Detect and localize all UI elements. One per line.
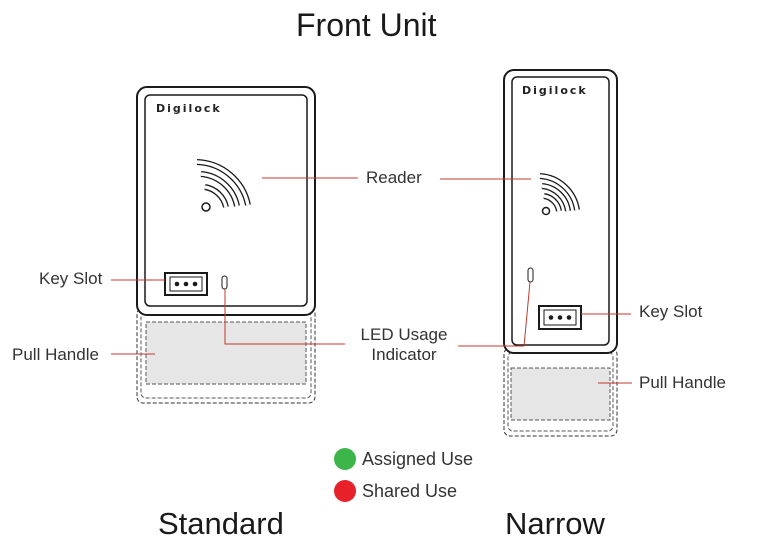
narrow-reader-icon xyxy=(539,173,580,216)
shared-use-dot xyxy=(334,480,356,502)
leader-lines xyxy=(111,177,632,384)
standard-key-slot-label: Key Slot xyxy=(39,269,103,288)
narrow-brand-logo: Digilock xyxy=(522,84,588,97)
legend-assigned-use-label: Assigned Use xyxy=(362,449,474,469)
standard-brand-logo: Digilock xyxy=(156,102,222,115)
narrow-body xyxy=(503,69,618,354)
standard-unit xyxy=(136,86,316,404)
led-leader-standard xyxy=(224,289,345,345)
assigned-use-dot xyxy=(334,448,356,470)
standard-pull-handle-label: Pull Handle xyxy=(12,345,99,364)
narrow-variant-label: Narrow xyxy=(505,506,605,541)
led-usage-label-line2: Indicator xyxy=(371,345,437,364)
standard-reader-icon xyxy=(196,159,251,212)
standard-led-indicator xyxy=(221,275,228,290)
narrow-key-slot xyxy=(538,305,582,330)
narrow-led-indicator xyxy=(527,267,534,283)
page-title: Front Unit xyxy=(296,7,437,43)
narrow-key-slot-label: Key Slot xyxy=(639,302,703,321)
legend-shared-use-label: Shared Use xyxy=(362,481,458,501)
reader-label: Reader xyxy=(366,168,422,187)
led-usage-label-line1: LED Usage xyxy=(360,325,448,344)
narrow-pull-handle-label: Pull Handle xyxy=(639,373,726,392)
narrow-unit xyxy=(503,69,618,437)
standard-variant-label: Standard xyxy=(158,506,284,541)
narrow-pull-handle xyxy=(503,347,618,437)
standard-key-slot xyxy=(164,272,208,296)
led-leader-narrow xyxy=(458,281,531,347)
standard-pull-handle xyxy=(136,307,316,404)
